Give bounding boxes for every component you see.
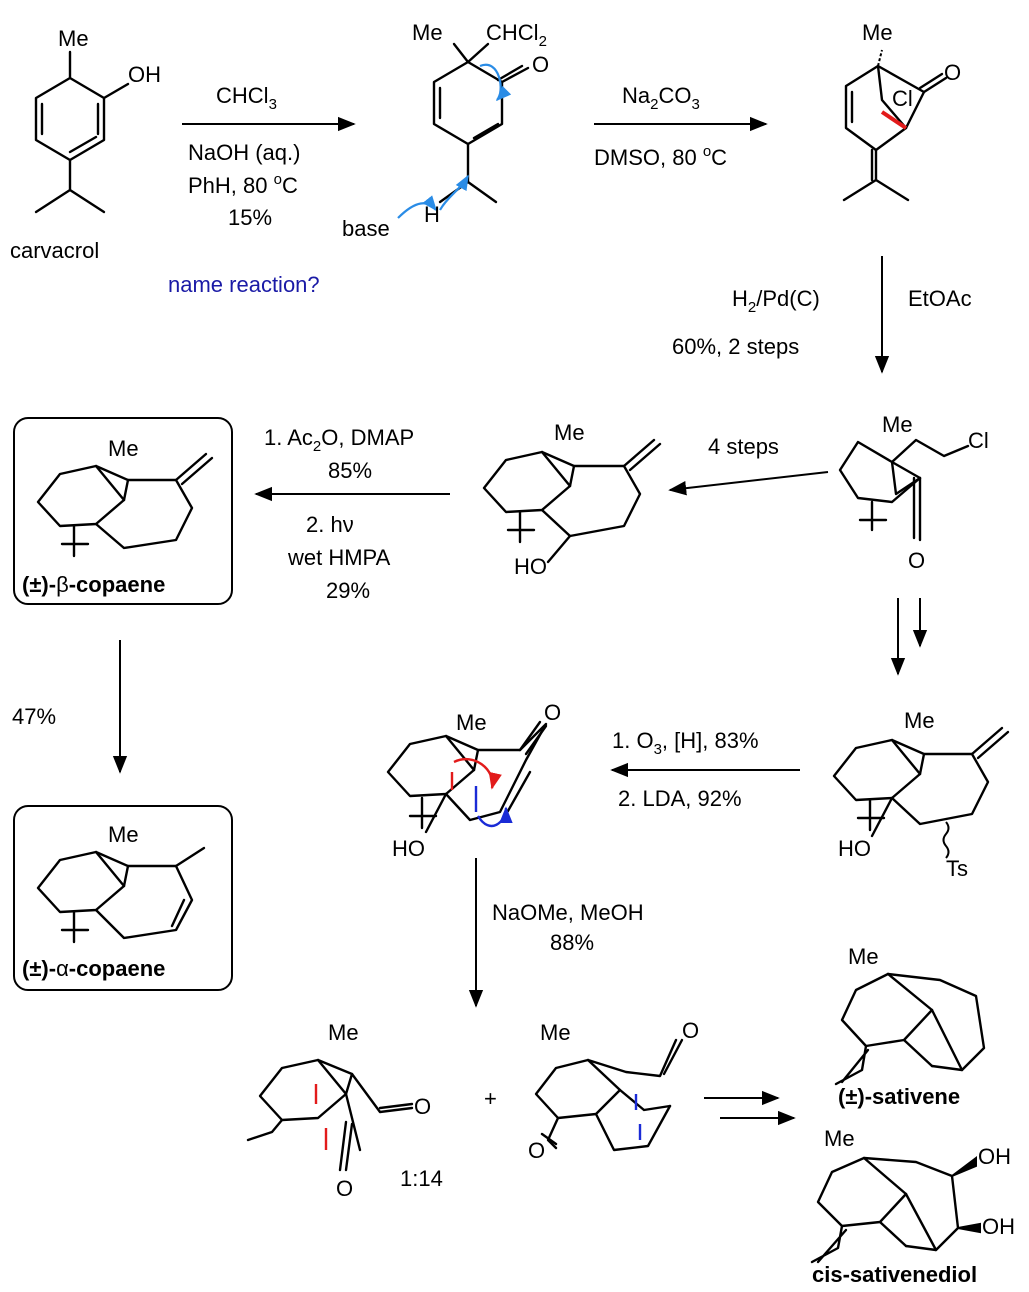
sulfone-structure: Me HO Ts — [832, 708, 1010, 881]
svg-text:OH: OH — [982, 1214, 1015, 1239]
sativene-structure: Me — [834, 944, 986, 1086]
alcohol-alkene-structure: Me HO — [482, 420, 662, 579]
alpha-copaene-name: (±)-α-copaene — [22, 956, 165, 981]
svg-text:O: O — [532, 52, 549, 77]
reaction-5-conditions: 1. Ac2O, DMAP 85% 2. hν wet HMPA 29% — [264, 425, 414, 603]
svg-text:Me: Me — [412, 20, 443, 45]
svg-text:2. LDA, 92%: 2. LDA, 92% — [618, 786, 742, 811]
reaction-3-conditions: H2/Pd(C) EtOAc 60%, 2 steps — [672, 286, 972, 359]
reaction-4-conditions: 4 steps — [708, 434, 779, 459]
svg-text:2. hν: 2. hν — [306, 512, 354, 537]
svg-text:15%: 15% — [228, 205, 272, 230]
svg-text:Me: Me — [862, 20, 893, 45]
svg-text:HO: HO — [514, 554, 547, 579]
svg-text:wet HMPA: wet HMPA — [287, 545, 391, 570]
beta-copaene-box — [13, 417, 233, 605]
svg-text:NaOH (aq.): NaOH (aq.) — [188, 140, 300, 165]
svg-text:Me: Me — [904, 708, 935, 733]
alpha-copaene-box — [13, 805, 233, 991]
arrow-4 — [668, 471, 829, 496]
bicyclic-cyclopropane-structure: Me O Cl — [842, 20, 961, 202]
svg-text:Me: Me — [554, 420, 585, 445]
reaction-6-yield: 47% — [12, 704, 56, 729]
plus-sign: + — [484, 1086, 497, 1111]
dione-major-structure: Me O O — [528, 1018, 699, 1163]
name-reaction-question: name reaction? — [168, 272, 320, 297]
svg-text:Ts: Ts — [946, 856, 968, 881]
beta-copaene-name: (±)-β-copaene — [22, 572, 165, 597]
svg-text:HO: HO — [838, 836, 871, 861]
alpha-copaene-structure: Me — [36, 822, 206, 944]
base-label: base — [342, 216, 390, 241]
svg-text:88%: 88% — [550, 930, 594, 955]
svg-text:1. O3, [H], 83%: 1. O3, [H], 83% — [612, 728, 759, 758]
reaction-1-conditions: CHCl3 NaOH (aq.) PhH, 80 oC 15% name rea… — [168, 83, 320, 297]
svg-text:Me: Me — [108, 822, 139, 847]
svg-text:O: O — [944, 60, 961, 85]
carvacrol-me-label: Me — [58, 26, 89, 51]
svg-text:1. Ac2O, DMAP: 1. Ac2O, DMAP — [264, 425, 414, 455]
svg-text:OH: OH — [978, 1144, 1011, 1169]
chloroketone-structure: Me Cl O — [838, 412, 989, 573]
carvacrol-oh-label: OH — [128, 62, 161, 87]
svg-text:HO: HO — [392, 836, 425, 861]
svg-text:O: O — [908, 548, 925, 573]
svg-text:O: O — [336, 1176, 353, 1201]
svg-text:Cl: Cl — [968, 428, 989, 453]
svg-text:Na2CO3: Na2CO3 — [622, 83, 700, 113]
svg-text:O: O — [528, 1138, 545, 1163]
svg-text:EtOAc: EtOAc — [908, 286, 972, 311]
svg-text:Me: Me — [824, 1126, 855, 1151]
svg-text:O: O — [414, 1094, 431, 1119]
svg-text:DMSO, 80 oC: DMSO, 80 oC — [594, 143, 727, 170]
svg-text:60%, 2 steps: 60%, 2 steps — [672, 334, 799, 359]
svg-text:H: H — [424, 202, 440, 227]
sativenediol-name: cis-sativenediol — [812, 1262, 977, 1287]
svg-text:CHCl3: CHCl3 — [216, 83, 277, 113]
carvacrol-structure: Me OH carvacrol — [10, 26, 161, 263]
carvacrol-name: carvacrol — [10, 238, 99, 263]
reaction-8-conditions: NaOMe, MeOH 88% — [492, 900, 644, 955]
svg-text:29%: 29% — [326, 578, 370, 603]
dione-minor-structure: Me O O — [246, 1020, 431, 1201]
svg-text:85%: 85% — [328, 458, 372, 483]
svg-text:Me: Me — [456, 710, 487, 735]
svg-text:CHCl2: CHCl2 — [486, 20, 547, 50]
svg-text:PhH, 80 oC: PhH, 80 oC — [188, 171, 298, 198]
product-ratio: 1:14 — [400, 1166, 443, 1191]
enone-structure: Me O HO — [386, 700, 561, 861]
svg-text:Cl: Cl — [892, 86, 913, 111]
svg-text:Me: Me — [848, 944, 879, 969]
beta-copaene-structure: Me — [36, 436, 214, 558]
reaction-2-conditions: Na2CO3 DMSO, 80 oC — [594, 83, 727, 170]
dienone-structure: Me CHCl2 O base H — [342, 20, 549, 241]
svg-text:H2/Pd(C): H2/Pd(C) — [732, 286, 820, 316]
svg-text:O: O — [682, 1018, 699, 1043]
svg-text:Me: Me — [108, 436, 139, 461]
svg-text:Me: Me — [882, 412, 913, 437]
sativene-name: (±)-sativene — [838, 1084, 960, 1109]
sativenediol-structure: Me OH OH — [810, 1126, 1015, 1264]
svg-text:NaOMe, MeOH: NaOMe, MeOH — [492, 900, 644, 925]
svg-text:Me: Me — [328, 1020, 359, 1045]
reaction-7-conditions: 1. O3, [H], 83% 2. LDA, 92% — [612, 728, 759, 811]
svg-text:Me: Me — [540, 1020, 571, 1045]
svg-text:O: O — [544, 700, 561, 725]
